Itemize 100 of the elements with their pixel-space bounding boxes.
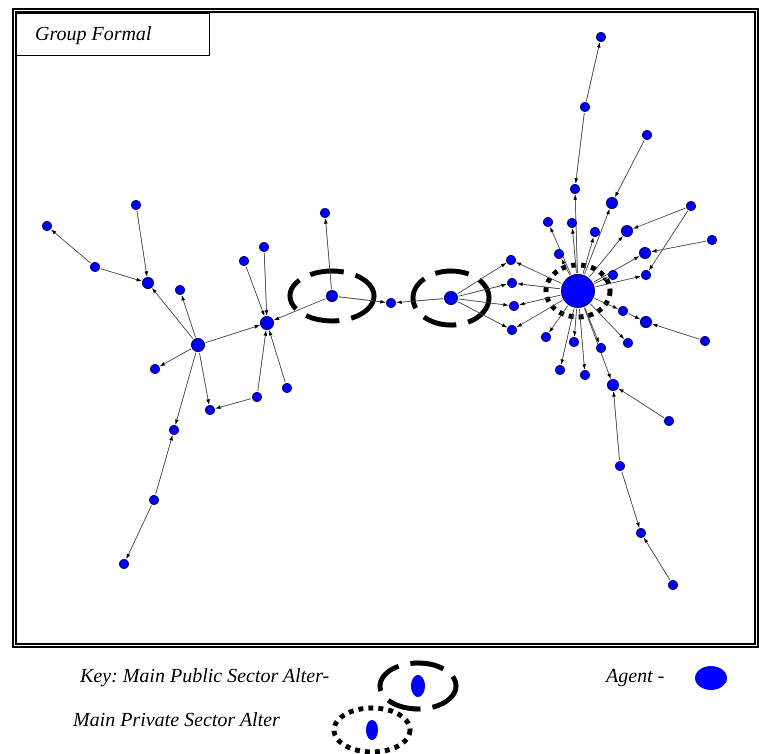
arrow (582, 237, 594, 274)
agent-node (569, 337, 579, 347)
arrow (612, 392, 620, 460)
agent-node (320, 208, 330, 218)
agent-node (541, 332, 551, 342)
arrow (268, 330, 286, 383)
arrow (519, 294, 561, 306)
arrow (648, 210, 688, 270)
agent-node (506, 255, 516, 265)
arrow (652, 324, 700, 340)
arrow (152, 288, 194, 340)
agent-node (700, 336, 710, 346)
arrow (518, 282, 561, 290)
legend-label: Agent - (606, 664, 664, 689)
agent-node (642, 130, 652, 140)
arrow (595, 276, 641, 288)
agent-node (259, 242, 269, 252)
agent-node (444, 291, 458, 305)
agent-node (507, 278, 517, 288)
arrow (100, 268, 142, 282)
agent-node (607, 379, 619, 391)
agent-node (150, 364, 160, 374)
arrow (199, 352, 210, 404)
agent-node (596, 32, 606, 42)
agent-node (554, 249, 564, 259)
arrow (594, 277, 608, 284)
arrow (560, 308, 574, 365)
arrow (621, 471, 640, 528)
arrow (588, 236, 623, 278)
arrow (175, 352, 196, 425)
agent-node (326, 290, 338, 302)
agent-node (42, 221, 52, 231)
arrow (651, 240, 706, 253)
agent-node (561, 274, 595, 308)
arrow (396, 298, 444, 304)
arrow (458, 301, 508, 328)
agent-node (590, 227, 600, 237)
agent-node (543, 217, 553, 227)
agent-node (169, 425, 179, 435)
arrow (516, 300, 563, 328)
agent-node (386, 298, 396, 308)
arrow (338, 296, 386, 304)
arrow (181, 295, 196, 338)
arrow (593, 256, 640, 283)
legend-label: Main Private Sector Alter (73, 708, 280, 733)
arrow (274, 298, 326, 320)
arrow (160, 348, 192, 366)
agent-node (621, 225, 633, 237)
agent-node (668, 580, 678, 590)
arrow (590, 304, 624, 340)
arrow (561, 258, 570, 276)
agent-node (636, 528, 646, 538)
arrow (584, 307, 611, 379)
agent-node (90, 262, 100, 272)
arrow (516, 262, 562, 284)
arrow (205, 325, 260, 343)
arrow (584, 307, 600, 343)
agent-node (175, 285, 185, 295)
arrow (574, 112, 585, 184)
agent-node (623, 338, 633, 348)
arrow (458, 284, 507, 296)
agent-node (615, 461, 625, 471)
agent-node (555, 365, 565, 375)
arrow (324, 218, 332, 290)
agent-node (606, 197, 618, 209)
agent-node (640, 316, 652, 328)
arrow (215, 398, 252, 409)
agent-node (149, 495, 159, 505)
agent-node (142, 277, 154, 289)
agent-node (596, 343, 606, 353)
agent-node (191, 338, 205, 352)
title: Group Formal (16, 13, 210, 56)
arrow (572, 308, 577, 336)
arrow (126, 505, 152, 559)
arrow (549, 305, 568, 332)
agent-node (260, 316, 274, 330)
agent-node (639, 247, 651, 259)
agent-node (567, 218, 577, 228)
agent-node (239, 256, 249, 266)
arrow (458, 298, 508, 307)
arrow (644, 538, 670, 580)
agent-node (282, 383, 292, 393)
agent-node (641, 270, 651, 280)
agent-node (507, 325, 517, 335)
agent-node (580, 370, 590, 380)
agent-node (205, 405, 215, 415)
arrow (579, 308, 586, 370)
arrow (571, 228, 577, 274)
arrow (618, 388, 664, 418)
agent-node (618, 306, 628, 316)
arrow (584, 209, 610, 275)
arrow (573, 194, 578, 274)
agent-node (707, 235, 717, 245)
agent-node (580, 102, 590, 112)
arrow (246, 266, 265, 316)
agent-node (608, 270, 618, 280)
arrow (628, 313, 640, 320)
legend-label: Key: Main Public Sector Alter- (80, 664, 330, 689)
agent-node (252, 392, 262, 402)
agent-node (664, 416, 674, 426)
